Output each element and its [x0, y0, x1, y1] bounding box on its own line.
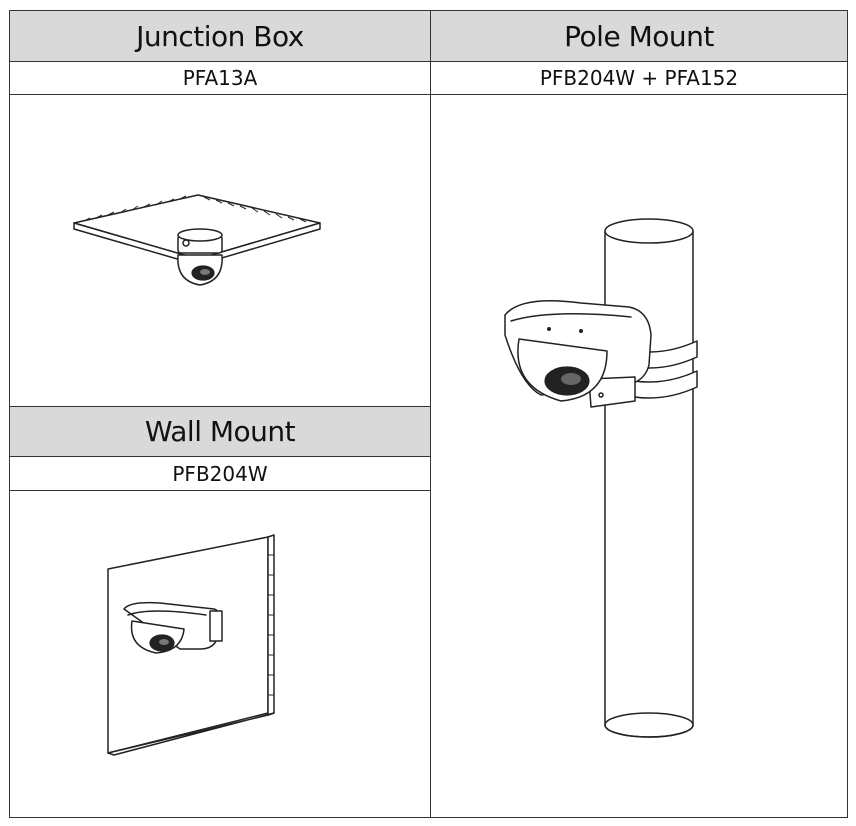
junction-box-title: Junction Box	[9, 10, 431, 62]
pole-mount-illustration	[430, 94, 848, 818]
wall-mount-model: PFB204W	[9, 456, 431, 491]
wall-mount-illustration	[9, 490, 431, 818]
pole-mount-title: Pole Mount	[430, 10, 848, 62]
junction-box-illustration	[9, 94, 431, 407]
junction-box-model: PFA13A	[9, 61, 431, 95]
pole-mount-model: PFB204W + PFA152	[430, 61, 848, 95]
wall-mount-title: Wall Mount	[9, 406, 431, 457]
junction-box-drawing	[73, 194, 321, 286]
wall-mount-drawing	[107, 534, 275, 756]
pole-mount-drawing	[504, 218, 698, 738]
